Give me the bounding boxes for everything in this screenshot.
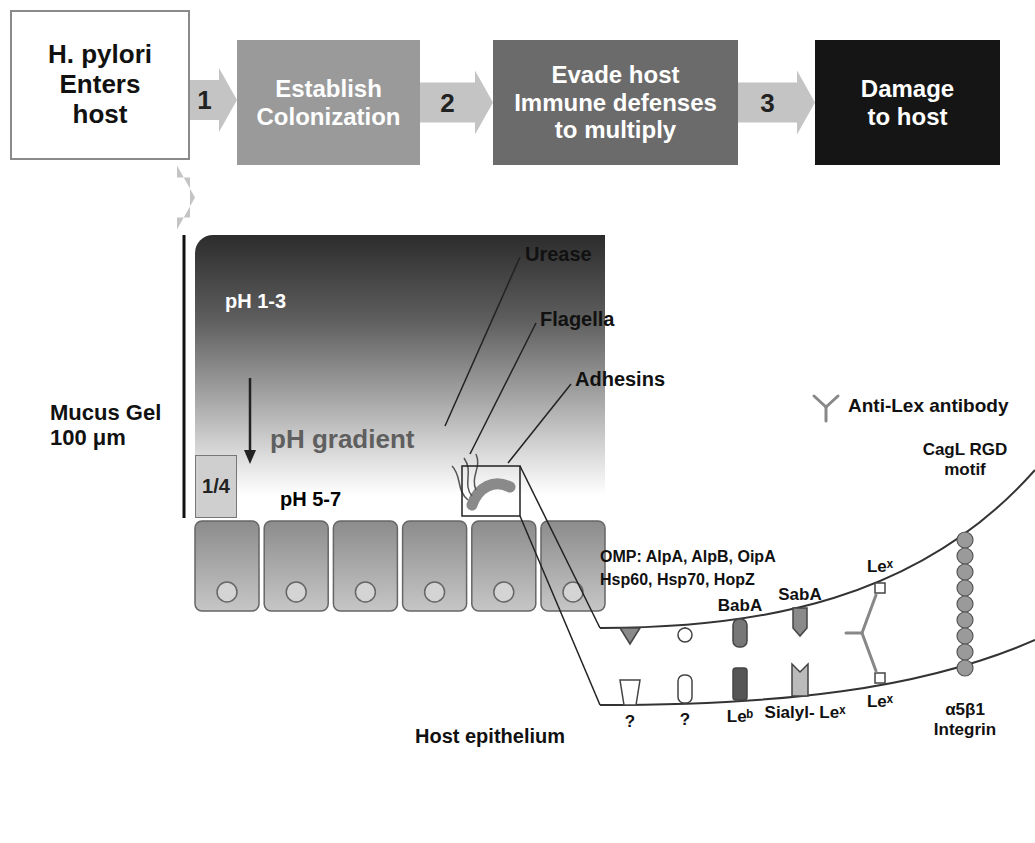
- label-holder: ?: [680, 710, 690, 730]
- mucus-gel: pH 1-3 pH gradient pH 5-7 1/4: [195, 235, 605, 518]
- text-holder: pH 1-3: [225, 290, 286, 313]
- label-holder: CagL RGD motif: [915, 440, 1015, 479]
- integrin-chain: [957, 532, 973, 676]
- receptor-label: Sialyl- Leˣ: [765, 703, 846, 723]
- motif-label: CagL RGD motif: [915, 440, 1015, 479]
- label-holder: OMP: AlpA, AlpB, OipA: [600, 548, 776, 566]
- box-text: Evade host Immune defenses to multiply: [508, 61, 723, 144]
- ph-label: pH 1-3: [225, 290, 286, 313]
- ph-arrow: [244, 378, 256, 464]
- label-holder: Adhesins: [575, 368, 665, 391]
- box-text: Damage to host: [850, 75, 965, 130]
- block-arrow: [190, 68, 237, 132]
- callout-label: Urease: [525, 243, 592, 266]
- region-label: Host epithelium: [415, 725, 565, 748]
- receptor-label: α5β1 Integrin: [925, 700, 1005, 739]
- adhesin-label: SabA: [778, 585, 821, 605]
- membrane-curves: [600, 470, 1035, 705]
- flow-arrow: [420, 71, 493, 135]
- leader-lines: [445, 257, 571, 463]
- label-holder: Mucus Gel 100 μm: [50, 400, 175, 451]
- mucus-scale-bar: [184, 235, 185, 518]
- text-holder: pH gradient: [270, 425, 414, 455]
- stage-box: Evade host Immune defenses to multiply: [493, 40, 738, 165]
- label-holder: Host epithelium: [415, 725, 565, 748]
- adhesin-label: BabA: [718, 596, 762, 616]
- adhesin-symbols: [620, 608, 807, 647]
- zoom-frame: [462, 466, 520, 516]
- protein-list: OMP: AlpA, AlpB, OipA: [600, 548, 776, 566]
- stage-box: H. pylori Enters host: [10, 10, 190, 160]
- label-holder: Leˣ: [867, 557, 893, 577]
- label-holder: SabA: [778, 585, 821, 605]
- ph-label: pH gradient: [270, 425, 414, 455]
- box-text: 1/4: [202, 475, 230, 498]
- label-holder: α5β1 Integrin: [925, 700, 1005, 739]
- label-holder: 3: [758, 90, 776, 116]
- protein-list: Hsp60, Hsp70, HopZ: [600, 571, 755, 589]
- flow-arrow: [738, 71, 815, 135]
- scale-label: Mucus Gel 100 μm: [50, 400, 175, 451]
- legend-label: Anti-Lex antibody: [848, 395, 1008, 417]
- text-holder: pH 5-7: [280, 488, 341, 511]
- zoom-lines: [520, 466, 600, 705]
- receptor-label: Leᵇ: [727, 707, 754, 727]
- label-holder: Urease: [525, 243, 592, 266]
- antibody-icon: [814, 396, 838, 421]
- antibody-symbol: [846, 595, 876, 671]
- receptor-label: Leˣ: [867, 692, 893, 712]
- label-holder: ?: [625, 712, 635, 732]
- label-holder: BabA: [718, 596, 762, 616]
- stage-box: Establish Colonization: [237, 40, 420, 165]
- receptor-label: ?: [625, 712, 635, 732]
- callout-label: Adhesins: [575, 368, 665, 391]
- block-arrow: [177, 166, 195, 230]
- flow-arrow: [177, 166, 195, 230]
- label-holder: Anti-Lex antibody: [848, 395, 1008, 417]
- antigen-label: Leˣ: [867, 557, 893, 577]
- stage-box: Damage to host: [815, 40, 1000, 165]
- ph-label: pH 5-7: [280, 488, 341, 511]
- receptor-label: ?: [680, 710, 690, 730]
- label-holder: Hsp60, Hsp70, HopZ: [600, 571, 755, 589]
- block-arrow: [738, 71, 815, 135]
- label-holder: Sialyl- Leˣ: [765, 703, 846, 723]
- label-holder: Leˣ: [867, 692, 893, 712]
- block-arrow: [420, 71, 493, 135]
- callout-label: Flagella: [540, 308, 614, 331]
- box-text: Establish Colonization: [246, 75, 411, 130]
- step-number: 3: [758, 90, 776, 116]
- box-text: H. pylori Enters host: [38, 40, 163, 130]
- receptor-symbols: [620, 583, 885, 705]
- epithelial-cells: [195, 521, 605, 611]
- scale-box: 1/4: [195, 455, 237, 518]
- flow-arrow: [190, 68, 237, 132]
- label-holder: Leᵇ: [727, 707, 754, 727]
- label-holder: 2: [438, 90, 456, 116]
- step-number: 2: [438, 90, 456, 116]
- step-number: 1: [195, 87, 213, 113]
- bacterium: [452, 454, 510, 505]
- label-holder: 1: [195, 87, 213, 113]
- label-holder: Flagella: [540, 308, 614, 331]
